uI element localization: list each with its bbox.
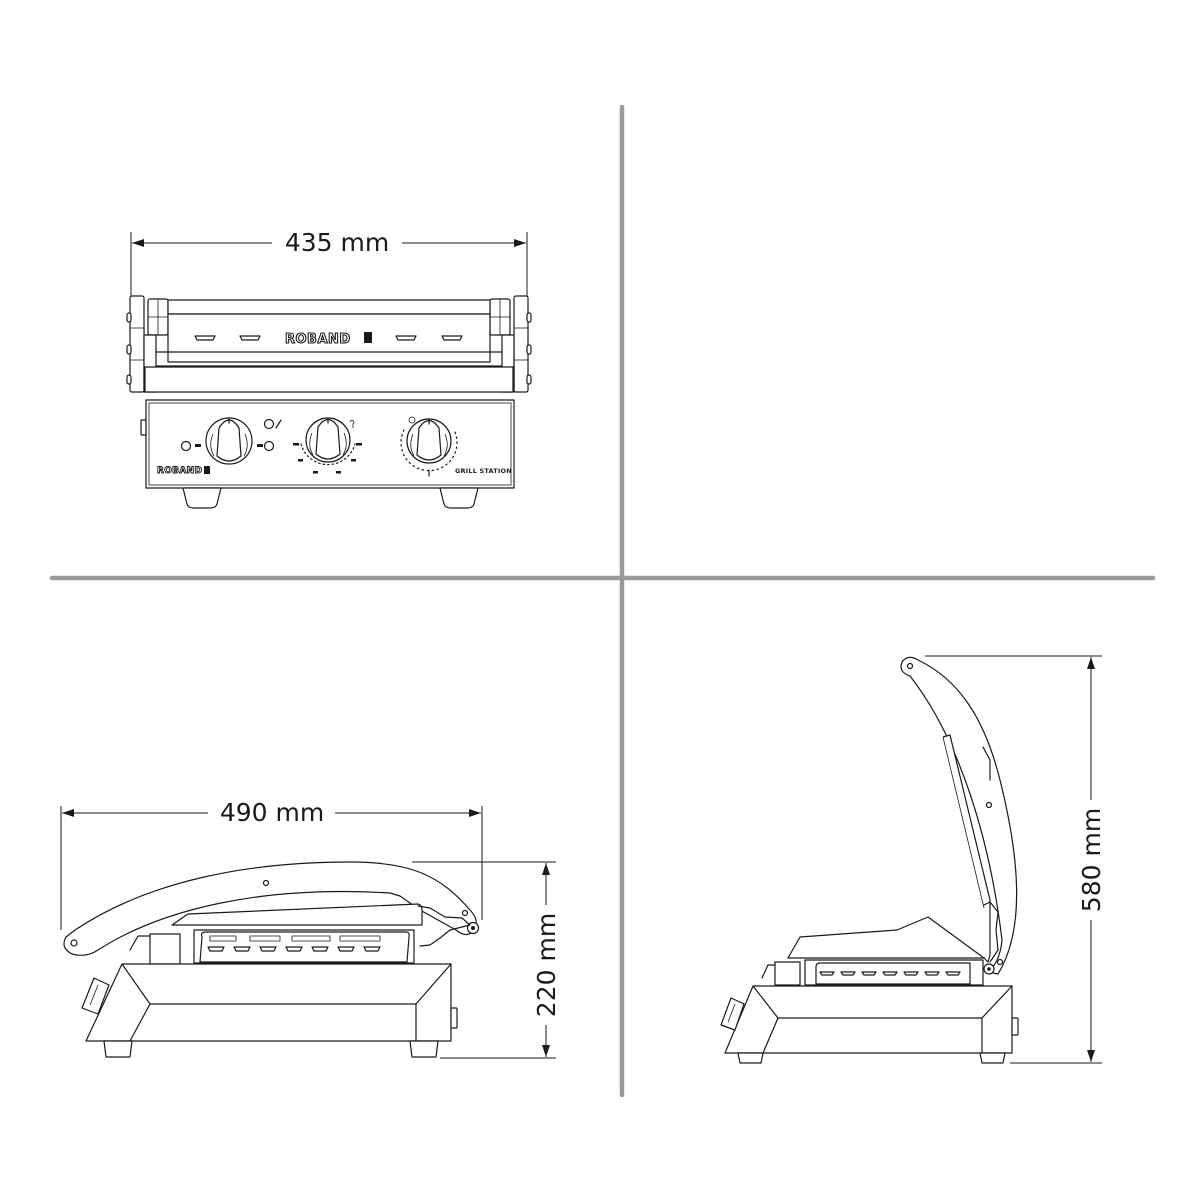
front-view: 435 mm	[126, 228, 532, 509]
side-view-open: 580 mm	[720, 655, 1106, 1064]
front-knob-side	[81, 977, 110, 1015]
open-height-label: 580 mm	[1077, 808, 1106, 912]
heating-light	[263, 418, 275, 430]
right-hinge-arm	[489, 295, 532, 393]
base-brand-mark	[204, 466, 210, 474]
selector-knob	[180, 417, 282, 465]
lid-brand-logo: ROBAND	[285, 332, 351, 347]
front-left-foot	[182, 487, 222, 509]
lid-front: ROBAND	[144, 299, 514, 393]
open-front-knob-side	[720, 997, 745, 1031]
thermometer-icon	[349, 419, 355, 428]
grill-plate	[129, 929, 415, 965]
open-grill-plate	[761, 959, 995, 986]
control-panel: ROBAND GRILL STATION	[140, 399, 515, 509]
closed-height-label: 220 mm	[532, 913, 561, 1017]
raised-upper-plate	[787, 734, 991, 963]
base-body-closed	[81, 963, 458, 1058]
raised-handle-arm	[900, 656, 1018, 975]
closed-height-dimension: 220 mm	[412, 861, 561, 1059]
front-right-foot	[439, 487, 479, 509]
indicator-light-off	[180, 440, 192, 452]
open-height-dimension: 580 mm	[925, 655, 1106, 1064]
base-body-open	[720, 985, 1019, 1064]
base-brand-logo: ROBAND	[157, 466, 202, 476]
side-view-closed: 490 mm 220 mm	[60, 798, 561, 1059]
quadrant-dividers	[49, 104, 1156, 1098]
model-label: GRILL STATION	[455, 467, 512, 475]
lid-brand-mark	[364, 332, 372, 343]
indicator-light-on	[263, 440, 275, 452]
thermostat-knob	[293, 417, 362, 474]
timer-knob	[400, 416, 458, 477]
closed-width-dimension: 490 mm	[60, 798, 483, 930]
closed-width-label: 490 mm	[220, 798, 324, 827]
front-width-dimension: 435 mm	[130, 228, 528, 298]
front-width-label: 435 mm	[285, 228, 389, 257]
clock-icon	[408, 416, 416, 424]
lid-handle-arm	[63, 861, 477, 956]
